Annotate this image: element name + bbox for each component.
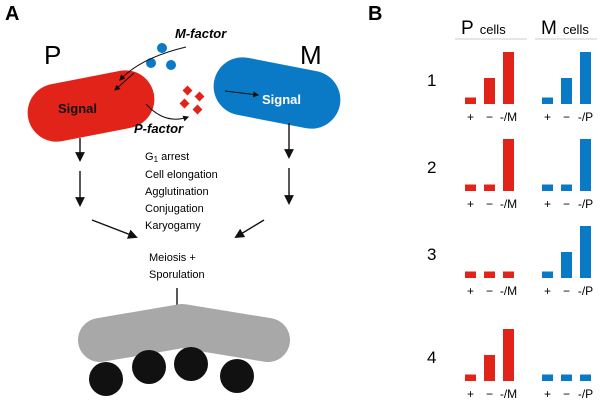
p-cells-bar bbox=[484, 184, 495, 191]
m-cells-bar bbox=[542, 184, 553, 191]
row-number-label: 4 bbox=[427, 348, 436, 367]
cell-m-name: M bbox=[300, 40, 322, 70]
response-item: G1 arrest bbox=[145, 151, 189, 164]
p-cells-bar bbox=[465, 97, 476, 104]
arrow-converge-left bbox=[91, 219, 138, 239]
spore bbox=[89, 362, 123, 396]
m-cells-bar bbox=[542, 97, 553, 104]
p-factor-arrow bbox=[145, 103, 190, 122]
m-cells-tick-label: -/P bbox=[578, 197, 593, 211]
m-cells-tick-label: + bbox=[544, 110, 551, 124]
m-cells-tick-label: − bbox=[563, 387, 570, 401]
cell-m-signal: Signal bbox=[262, 92, 301, 107]
m-cells-tick-label: -/P bbox=[578, 110, 593, 124]
m-cells-tick-label: − bbox=[563, 110, 570, 124]
cell-p-signal: Signal bbox=[58, 101, 97, 116]
m-cells-bar bbox=[580, 52, 591, 104]
p-cells-tick-label: -/M bbox=[500, 110, 517, 124]
m-factor-dots bbox=[146, 43, 176, 70]
row-number-label: 2 bbox=[427, 158, 436, 177]
p-cells-bar bbox=[503, 271, 514, 278]
spore bbox=[174, 347, 208, 381]
sporulation-label: Sporulation bbox=[149, 269, 205, 281]
response-item: Agglutination bbox=[145, 186, 209, 198]
p-cells-tick-label: − bbox=[486, 197, 493, 211]
m-cells-bar bbox=[580, 226, 591, 278]
response-item: Karyogamy bbox=[145, 220, 201, 232]
m-cells-bar bbox=[542, 374, 553, 381]
cell-p: Signal bbox=[27, 70, 155, 142]
p-cells-bar bbox=[484, 78, 495, 104]
m-cells-bar bbox=[542, 271, 553, 278]
p-cells-bar bbox=[465, 374, 476, 381]
p-cells-bar bbox=[503, 139, 514, 191]
panel-a-letter: A bbox=[5, 3, 19, 25]
spore bbox=[132, 350, 166, 384]
response-item: Cell elongation bbox=[145, 169, 218, 181]
m-cells-bar bbox=[561, 78, 572, 104]
p-cells-bar bbox=[484, 271, 495, 278]
p-factor-diamonds bbox=[179, 85, 205, 115]
ascus bbox=[78, 304, 290, 396]
p-cells-bar bbox=[484, 355, 495, 381]
m-factor-label: M-factor bbox=[175, 26, 227, 41]
m-cells-tick-label: + bbox=[544, 197, 551, 211]
meiosis-label: Meiosis + bbox=[149, 252, 196, 264]
m-cells-bar bbox=[561, 184, 572, 191]
m-cells-tick-label: -/P bbox=[578, 284, 593, 298]
p-cells-bar bbox=[465, 271, 476, 278]
p-cells-tick-label: -/M bbox=[500, 197, 517, 211]
m-cells-bar bbox=[580, 139, 591, 191]
m-cells-tick-label: -/P bbox=[578, 387, 593, 401]
m-cells-bar bbox=[561, 252, 572, 278]
p-cells-tick-label: − bbox=[486, 284, 493, 298]
row-number-label: 3 bbox=[427, 245, 436, 264]
response-item: Conjugation bbox=[145, 203, 204, 215]
responses-list: G1 arrest Cell elongation Agglutination … bbox=[145, 151, 218, 232]
m-cells-bar bbox=[580, 374, 591, 381]
m-factor-arrow bbox=[119, 46, 187, 81]
p-cells-tick-label: + bbox=[467, 197, 474, 211]
cell-m: Signal bbox=[213, 57, 341, 129]
p-factor-label: P-factor bbox=[134, 121, 184, 136]
m-cells-tick-label: − bbox=[563, 197, 570, 211]
m-cells-tick-label: + bbox=[544, 284, 551, 298]
p-cells-tick-label: + bbox=[467, 284, 474, 298]
m-cells-tick-label: + bbox=[544, 387, 551, 401]
arrow-converge-right bbox=[234, 219, 265, 239]
row-number-label: 1 bbox=[427, 71, 436, 90]
spore bbox=[220, 359, 254, 393]
p-cells-tick-label: − bbox=[486, 387, 493, 401]
m-cells-bar bbox=[561, 374, 572, 381]
panel-b-letter: B bbox=[368, 3, 382, 25]
cell-p-name: P bbox=[44, 40, 61, 70]
p-cells-tick-label: − bbox=[486, 110, 493, 124]
m-cells-tick-label: − bbox=[563, 284, 570, 298]
p-cells-tick-label: -/M bbox=[500, 387, 517, 401]
p-receptor-arrow bbox=[114, 72, 135, 91]
p-cells-bar bbox=[465, 184, 476, 191]
p-cells-bar bbox=[503, 52, 514, 104]
bar-charts: 1+−-/M+−-/P2+−-/M+−-/P3+−-/M+−-/P4+−-/M+… bbox=[427, 52, 593, 401]
p-cells-tick-label: + bbox=[467, 387, 474, 401]
p-cells-bar bbox=[503, 329, 514, 381]
p-cells-tick-label: -/M bbox=[500, 284, 517, 298]
m-receptor-arrow bbox=[224, 90, 260, 98]
p-cells-tick-label: + bbox=[467, 110, 474, 124]
